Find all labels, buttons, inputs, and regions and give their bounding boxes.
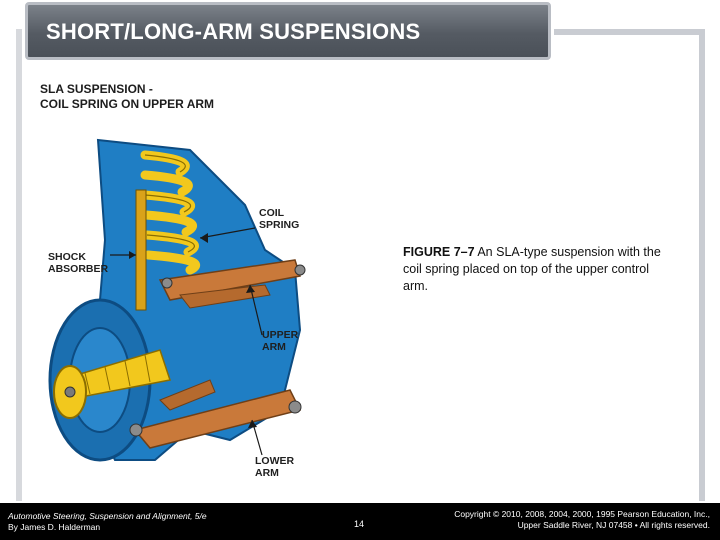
footer-author: By James D. Halderman [8, 522, 101, 532]
shock-absorber-label-line-1: SHOCK [48, 251, 86, 263]
figure-heading-line-1: SLA SUSPENSION - [40, 82, 153, 96]
slide-title: SHORT/LONG-ARM SUSPENSIONS [46, 19, 421, 44]
frame-right-line [699, 29, 705, 501]
upper-arm-label: UPPER ARM [262, 329, 298, 353]
footer-book-info: Automotive Steering, Suspension and Alig… [8, 511, 207, 533]
footer-copyright-line-1: Copyright © 2010, 2008, 2004, 2000, 1995… [454, 509, 710, 519]
figure-heading-line-2: COIL SPRING ON UPPER ARM [40, 97, 215, 111]
footer-page-number: 14 [354, 519, 365, 529]
frame-top-line [554, 29, 704, 35]
footer-copyright-line-2: Upper Saddle River, NJ 07458 • All right… [517, 520, 710, 530]
figure-caption-label: FIGURE 7–7 [403, 245, 475, 259]
sla-suspension-illustration [48, 138, 306, 462]
lower-arm-label: LOWER ARM [255, 455, 294, 479]
upper-arm-label-line-2: ARM [262, 341, 286, 353]
frame-left-line [16, 29, 22, 501]
shock-absorber [135, 189, 147, 311]
upper-arm-label-line-1: UPPER [262, 329, 299, 341]
title-bar: SHORT/LONG-ARM SUSPENSIONS [25, 2, 551, 60]
coil-spring-label-line-1: COIL [259, 207, 285, 219]
coil-spring-label: COIL SPRING [259, 207, 299, 231]
lower-arm-label-line-1: LOWER [255, 455, 295, 467]
figure-caption-text: An SLA-type suspension with the coil spr… [403, 245, 661, 293]
figure-heading: SLA SUSPENSION - COIL SPRING ON UPPER AR… [40, 82, 214, 112]
shock-absorber-label: SHOCK ABSORBER [48, 251, 108, 275]
upper-control-arm [158, 259, 301, 301]
footer-book-title: Automotive Steering, Suspension and Alig… [8, 511, 207, 521]
lower-arm-label-line-2: ARM [255, 467, 279, 479]
shock-absorber-label-line-2: ABSORBER [48, 263, 109, 275]
figure-caption: FIGURE 7–7 An SLA-type suspension with t… [403, 244, 663, 295]
coil-spring-label-line-2: SPRING [259, 219, 300, 231]
footer-bar: Automotive Steering, Suspension and Alig… [0, 503, 720, 540]
footer-copyright: Copyright © 2010, 2008, 2004, 2000, 1995… [454, 509, 710, 531]
